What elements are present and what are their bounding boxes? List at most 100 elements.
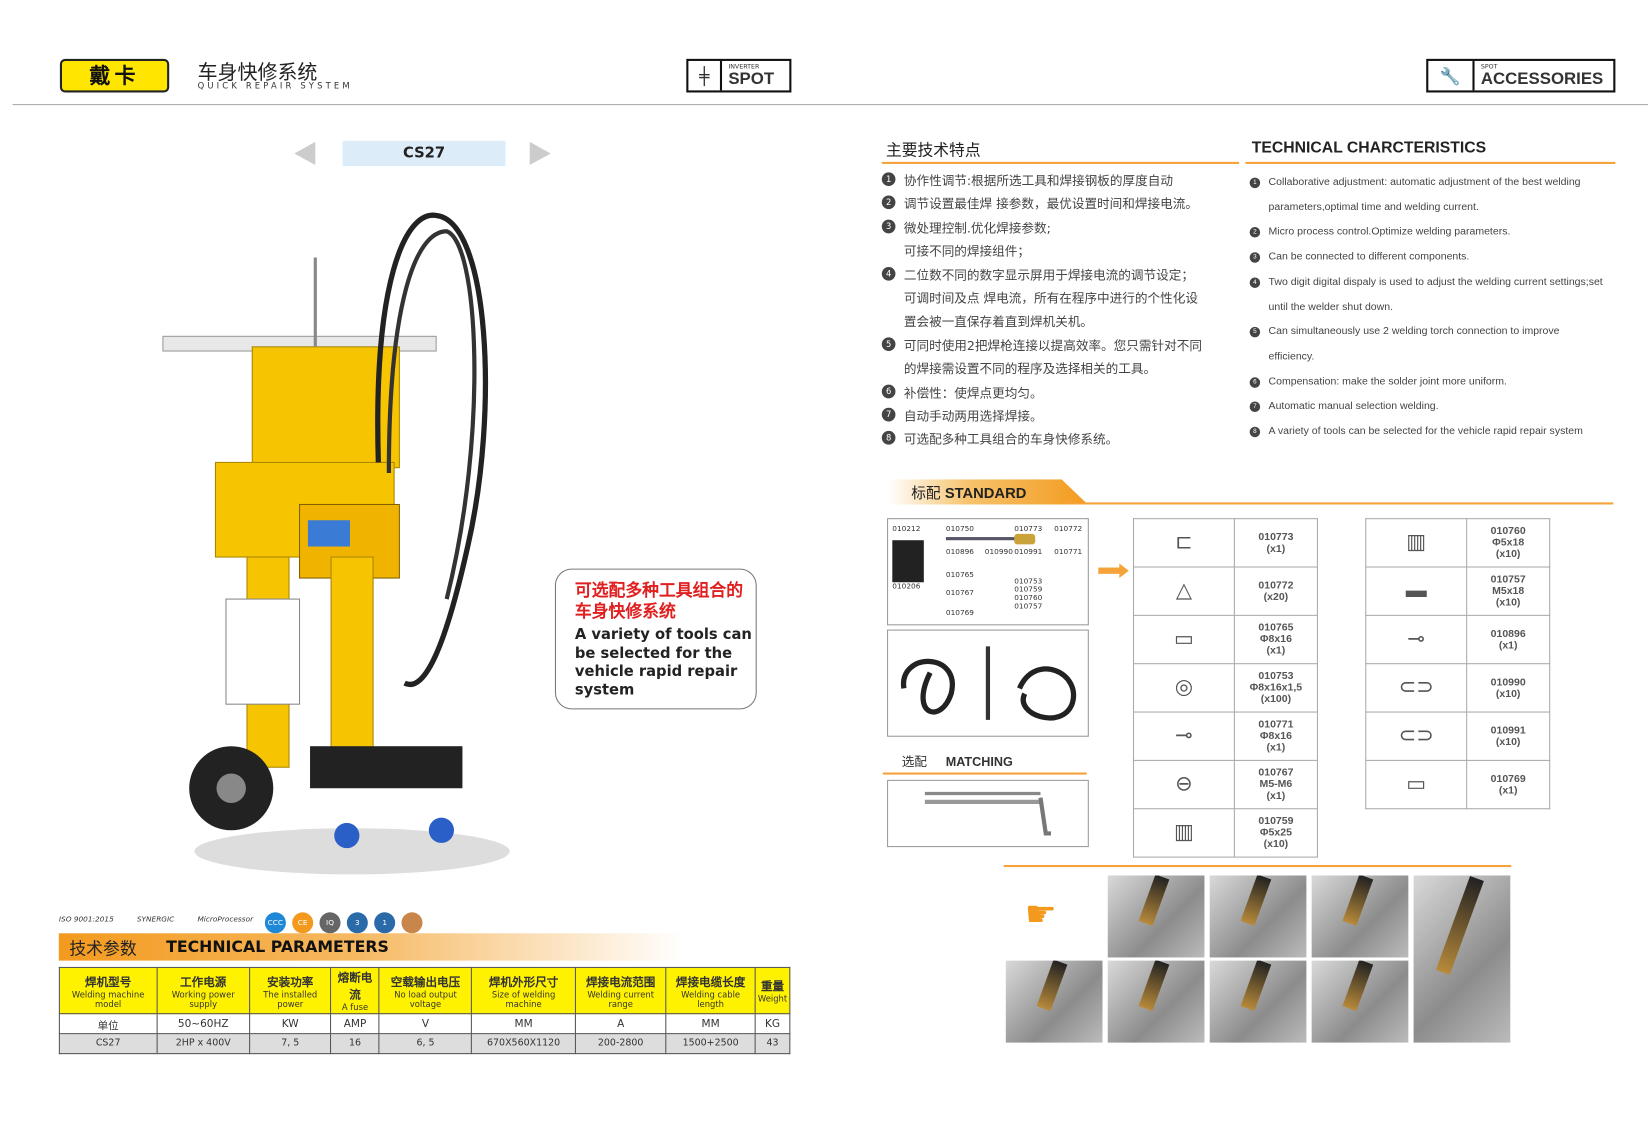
usage-photo — [1311, 875, 1409, 958]
part-code-line: 010990 — [1490, 676, 1526, 688]
prev-arrow-icon[interactable] — [294, 141, 316, 166]
slide-hammer-image — [887, 779, 1089, 848]
badge-subtitle: INVERTER — [728, 62, 760, 70]
number-badge-icon: 7 — [881, 407, 896, 422]
part-code: 010772(x20) — [1233, 566, 1318, 616]
arrow-right-icon-head — [1119, 563, 1129, 579]
kit-part-label: 010767 — [945, 588, 974, 597]
unit-cell: KG — [754, 1013, 791, 1035]
part-row: ⊸010896(x1) — [1365, 614, 1551, 665]
part-code-line: 010896 — [1490, 627, 1526, 640]
header-en: Weight — [757, 994, 788, 1004]
part-code-line: Φ5x18 — [1492, 537, 1525, 549]
part-code-line: Φ5x25 — [1259, 827, 1292, 839]
part-row: ⊂⊃010991(x10) — [1365, 711, 1551, 761]
kit-part-label: 010896 — [945, 547, 974, 556]
header-cn: 焊机型号 — [85, 974, 132, 989]
feature-text: Two digit digital dispaly is used to adj… — [1268, 276, 1603, 288]
wrench-icon: 🔧 — [1428, 60, 1475, 91]
number-badge-icon: 5 — [1249, 327, 1261, 338]
feature-text: Can be connected to different components… — [1268, 251, 1470, 263]
unit-cell: 单位 — [58, 1013, 158, 1035]
unit-cell: V — [378, 1013, 473, 1035]
feature-text: parameters,optimal time and welding curr… — [1268, 201, 1479, 214]
part-code-line: 010769 — [1490, 773, 1526, 785]
header-cn: 熔断电流 — [337, 971, 373, 1002]
usage-photo — [1209, 875, 1307, 958]
electrode-tip-icon: ▭ — [1365, 759, 1468, 810]
feature-text: 置会被一直保存着直到焊机关机。 — [903, 314, 1094, 330]
usage-photo — [1413, 875, 1511, 1043]
part-code-line: Φ8x16x1,5 — [1249, 682, 1303, 694]
header-cn: 重量 — [760, 979, 785, 994]
feature-text: Micro process control.Optimize welding p… — [1268, 226, 1511, 238]
part-code-line: 010771 — [1258, 718, 1294, 731]
part-code-line: (x10) — [1263, 838, 1289, 851]
part-code-line: M5-M6 — [1259, 778, 1293, 791]
header-en: The installed power — [263, 989, 318, 1009]
screw-icon: ▥ — [1132, 808, 1235, 858]
welding-gun-image — [887, 629, 1089, 737]
feature-item: 置会被一直保存着直到焊机关机。 — [882, 311, 1218, 335]
next-arrow-icon[interactable] — [529, 141, 551, 166]
value-cell: 43 — [754, 1033, 791, 1055]
part-code-line: (x1) — [1266, 790, 1286, 802]
value-cell: 1500+2500 — [665, 1033, 756, 1055]
header-cn: 焊机外形尺寸 — [488, 974, 559, 989]
model-label: CS27 — [342, 140, 506, 167]
part-code-line: (x10) — [1495, 736, 1521, 748]
certification-row: ISO 9001:2015 SYNERGIC MicroProcessor — [59, 915, 253, 923]
feature-text: 微处理控制.优化焊接参数; — [903, 220, 1051, 236]
feature-item: efficiency. — [1250, 345, 1628, 370]
header-cn: 工作电源 — [180, 974, 227, 989]
part-code-line: (x1) — [1498, 639, 1518, 652]
unit-cell: KW — [249, 1013, 332, 1035]
callout-box: 可选配多种工具组合的车身快修系统 A variety of tools can … — [554, 568, 757, 710]
triangle-washer-icon: △ — [1132, 566, 1235, 616]
part-code-line: (x10) — [1495, 596, 1521, 609]
header-en: No load output voltage — [394, 989, 457, 1009]
feature-text: efficiency. — [1268, 350, 1315, 363]
feature-item: 可接不同的焊接组件； — [882, 240, 1218, 264]
kit-part-label: 010990 — [984, 547, 1013, 556]
kit-part-label: 010753 — [1014, 576, 1043, 586]
unit-cell: MM — [471, 1013, 576, 1035]
part-code-line: 010753 — [1258, 670, 1294, 683]
value-cell: 670X560X1120 — [471, 1033, 576, 1055]
pin-icon: ▭ — [1132, 614, 1235, 665]
matching-heading: 选配 MATCHING — [902, 753, 1013, 771]
unit-cell: A — [574, 1013, 667, 1035]
matching-title-en: MATCHING — [945, 754, 1013, 770]
feature-text: Automatic manual selection welding. — [1268, 400, 1439, 413]
header-en: Welding cable length — [681, 989, 741, 1009]
part-code: 010896(x1) — [1466, 614, 1551, 665]
part-code-line: (x10) — [1495, 687, 1521, 700]
quality-icon: IQ — [319, 912, 341, 934]
feature-text: 补偿性：使焊点更均匀。 — [903, 385, 1043, 401]
feature-item: parameters,optimal time and welding curr… — [1250, 195, 1628, 220]
part-code: 010773(x1) — [1233, 518, 1318, 568]
unit-cell: 50~60HZ — [156, 1013, 251, 1035]
part-code-line: 010772 — [1258, 579, 1294, 592]
